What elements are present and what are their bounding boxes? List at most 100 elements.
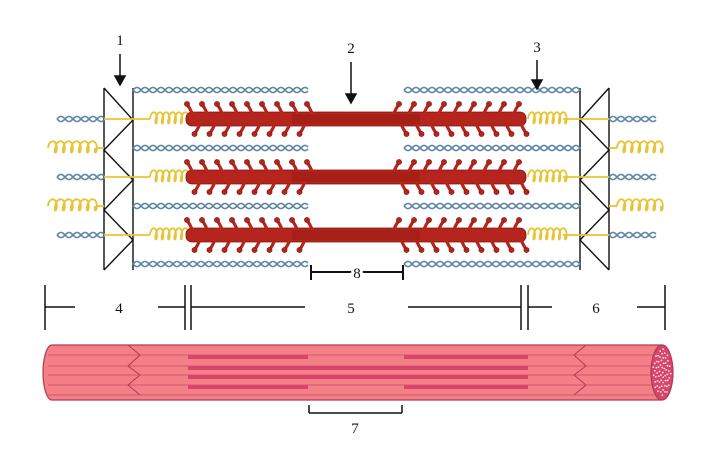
cross-section-dot	[664, 390, 666, 393]
cross-section-dot	[661, 394, 664, 397]
cross-section-dot	[659, 350, 662, 353]
cross-section-dot	[652, 374, 655, 377]
cross-section-dot	[661, 366, 664, 369]
cross-section-dot	[662, 356, 665, 359]
cross-section-dot	[662, 389, 665, 391]
cross-section-dot	[660, 385, 663, 388]
cross-section-dot	[657, 390, 659, 393]
actin-filament-outer-left	[56, 115, 105, 123]
cross-section-dot	[666, 391, 668, 393]
cross-section-dot	[653, 369, 656, 372]
cross-section-dot	[657, 354, 659, 357]
actin-filament-left	[132, 202, 309, 210]
label-a-band: 5	[347, 301, 355, 317]
actin-filament-outer-left	[56, 173, 105, 181]
myofibril-z-lines	[127, 344, 587, 396]
cross-section-dot	[665, 369, 668, 371]
myosin-filament	[184, 217, 530, 253]
cross-section-dot	[662, 348, 665, 351]
cross-section-dot	[656, 379, 659, 382]
titin-spring-outer-right	[609, 140, 664, 154]
actin-filament-outer-right	[608, 173, 657, 181]
label-i-band-right: 6	[592, 301, 600, 317]
m-region-bracket	[308, 405, 403, 414]
cross-section-dot	[655, 366, 658, 369]
titin-spring-left	[104, 111, 190, 125]
cross-section-dot	[662, 362, 665, 365]
titin-spring-outer-right	[609, 198, 664, 212]
cross-section-dot	[661, 371, 664, 374]
cross-section-dot	[655, 355, 657, 358]
cross-section-dot	[668, 376, 671, 379]
z-disc-left	[103, 87, 134, 271]
cross-section-dot	[666, 359, 669, 362]
cross-section-dot	[664, 374, 667, 377]
cross-section-dot	[658, 370, 661, 373]
cross-section-dot	[655, 360, 658, 363]
myofibril	[42, 344, 674, 401]
titin-spring-left	[104, 227, 190, 241]
cross-section-dot	[652, 366, 655, 369]
cross-section-dot	[664, 356, 667, 359]
actin-filament-right	[403, 202, 581, 210]
cross-section-dot	[663, 384, 666, 387]
actin-filament-outer-left	[56, 231, 105, 239]
cross-section-dot	[663, 367, 666, 370]
titin-spring-outer-left	[47, 140, 104, 154]
label-i-band-left: 4	[115, 301, 123, 317]
label-z-disc: 1	[116, 33, 124, 49]
cross-section-dot	[667, 384, 670, 387]
titin-spring-left	[104, 169, 190, 183]
titin-spring-right	[527, 227, 609, 241]
actin-filament-left	[132, 144, 309, 152]
titin-spring-right	[527, 169, 609, 183]
cross-section-dot	[660, 379, 663, 382]
band-brackets	[44, 285, 666, 330]
label-m-region: 7	[351, 421, 359, 437]
cross-section-dot	[666, 379, 669, 382]
cross-section-dot	[669, 372, 672, 375]
cross-section-dot	[660, 374, 662, 376]
myosin-filament	[184, 101, 530, 137]
cross-section-dot	[663, 352, 666, 355]
actin-filament-left	[132, 260, 309, 268]
cross-section-dot	[653, 362, 656, 365]
myosin-filament	[184, 159, 530, 195]
label-h-zone: 8	[353, 266, 361, 282]
cross-section-dot	[656, 385, 659, 387]
cross-section-dot	[659, 391, 662, 393]
titin-spring-right	[527, 111, 609, 125]
cross-section-dot	[658, 386, 661, 389]
cross-section-dot	[659, 356, 661, 358]
actin-filament-outer-right	[608, 231, 657, 239]
cross-section-dot	[668, 365, 671, 368]
cross-section-dot	[659, 364, 662, 366]
cross-section-dots	[652, 348, 672, 397]
cross-section-dot	[662, 376, 665, 378]
label-thick-filament: 2	[347, 41, 355, 57]
cross-section-dot	[666, 364, 669, 367]
h-zone-bracket	[310, 265, 404, 280]
cross-section-dot	[657, 360, 660, 363]
cross-section-dot	[661, 352, 663, 355]
cross-section-dot	[662, 381, 665, 384]
actin-filament-right	[403, 86, 581, 94]
cross-section-dot	[660, 359, 663, 362]
z-disc-right	[579, 87, 610, 271]
cross-section-dot	[664, 379, 667, 382]
label-thin-filament: 3	[533, 40, 541, 56]
cross-section-dot	[654, 375, 657, 378]
cross-section-dot	[657, 366, 660, 368]
cross-section-dot	[654, 380, 657, 383]
callout-arrows	[113, 54, 544, 105]
cross-section-dot	[666, 354, 669, 357]
myofibril-dark-bands	[188, 355, 528, 389]
cross-section-dot	[654, 386, 657, 389]
actin-filament-right	[403, 144, 581, 152]
cross-section-dot	[665, 385, 668, 388]
actin-filament-right	[403, 260, 581, 268]
cross-section-dot	[658, 381, 661, 384]
actin-filament-left	[132, 86, 309, 94]
cross-section-dot	[666, 373, 669, 376]
